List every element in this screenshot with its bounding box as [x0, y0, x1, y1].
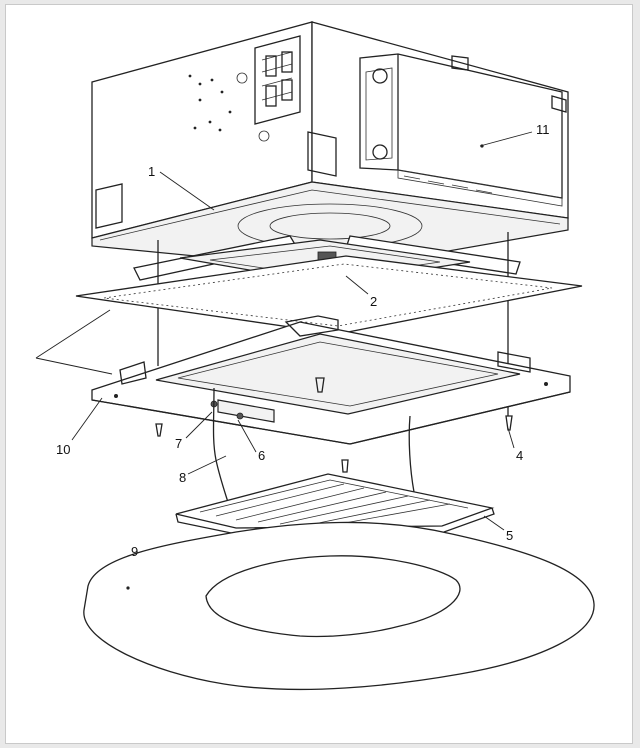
- callout-labels: 1 2 4 5 6 7 8 9 10 11: [56, 122, 550, 559]
- leader-lines: [35, 131, 533, 531]
- callout-9: 9: [131, 544, 138, 559]
- panel-frame: [91, 315, 571, 527]
- callout-1: 1: [148, 164, 155, 179]
- callout-7: 7: [175, 436, 182, 451]
- callout-4: 4: [516, 448, 523, 463]
- callout-8: 8: [179, 470, 186, 485]
- callout-11: 11: [536, 122, 550, 137]
- callout-5: 5: [506, 528, 513, 543]
- callout-10: 10: [56, 442, 70, 457]
- unit-housing: [91, 21, 569, 271]
- callout-2: 2: [370, 294, 377, 309]
- callout-6: 6: [258, 448, 265, 463]
- face-panel: [83, 521, 595, 691]
- seal-sheet: [75, 255, 583, 335]
